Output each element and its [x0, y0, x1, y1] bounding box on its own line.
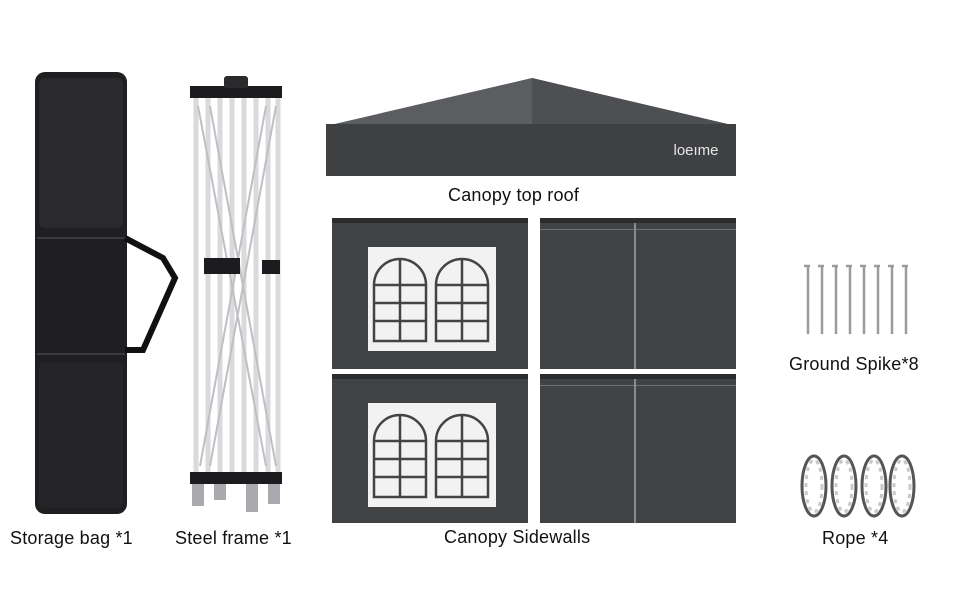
caption-storage-bag: Storage bag *1: [10, 528, 133, 548]
sidewall-window-panel: [332, 374, 528, 523]
steel-frame-image: [186, 76, 286, 520]
sidewall-window-panel: [332, 218, 528, 369]
rope-image: [796, 450, 916, 522]
caption-ground-spike: Ground Spike*8: [789, 354, 919, 374]
caption-canopy-sidewalls: Canopy Sidewalls: [444, 527, 591, 547]
roof-logo: loeıme: [673, 142, 718, 159]
caption-rope: Rope *4: [822, 528, 889, 548]
caption-steel-frame: Steel frame *1: [175, 528, 292, 548]
canopy-roof-image: loeıme: [326, 78, 736, 176]
caption-canopy-roof: Canopy top roof: [448, 185, 580, 205]
ground-spikes-image: [800, 262, 912, 338]
storage-bag-image: loeıme: [35, 72, 179, 514]
sidewall-door-panel: [540, 218, 736, 369]
sidewall-door-panel: [540, 374, 736, 523]
